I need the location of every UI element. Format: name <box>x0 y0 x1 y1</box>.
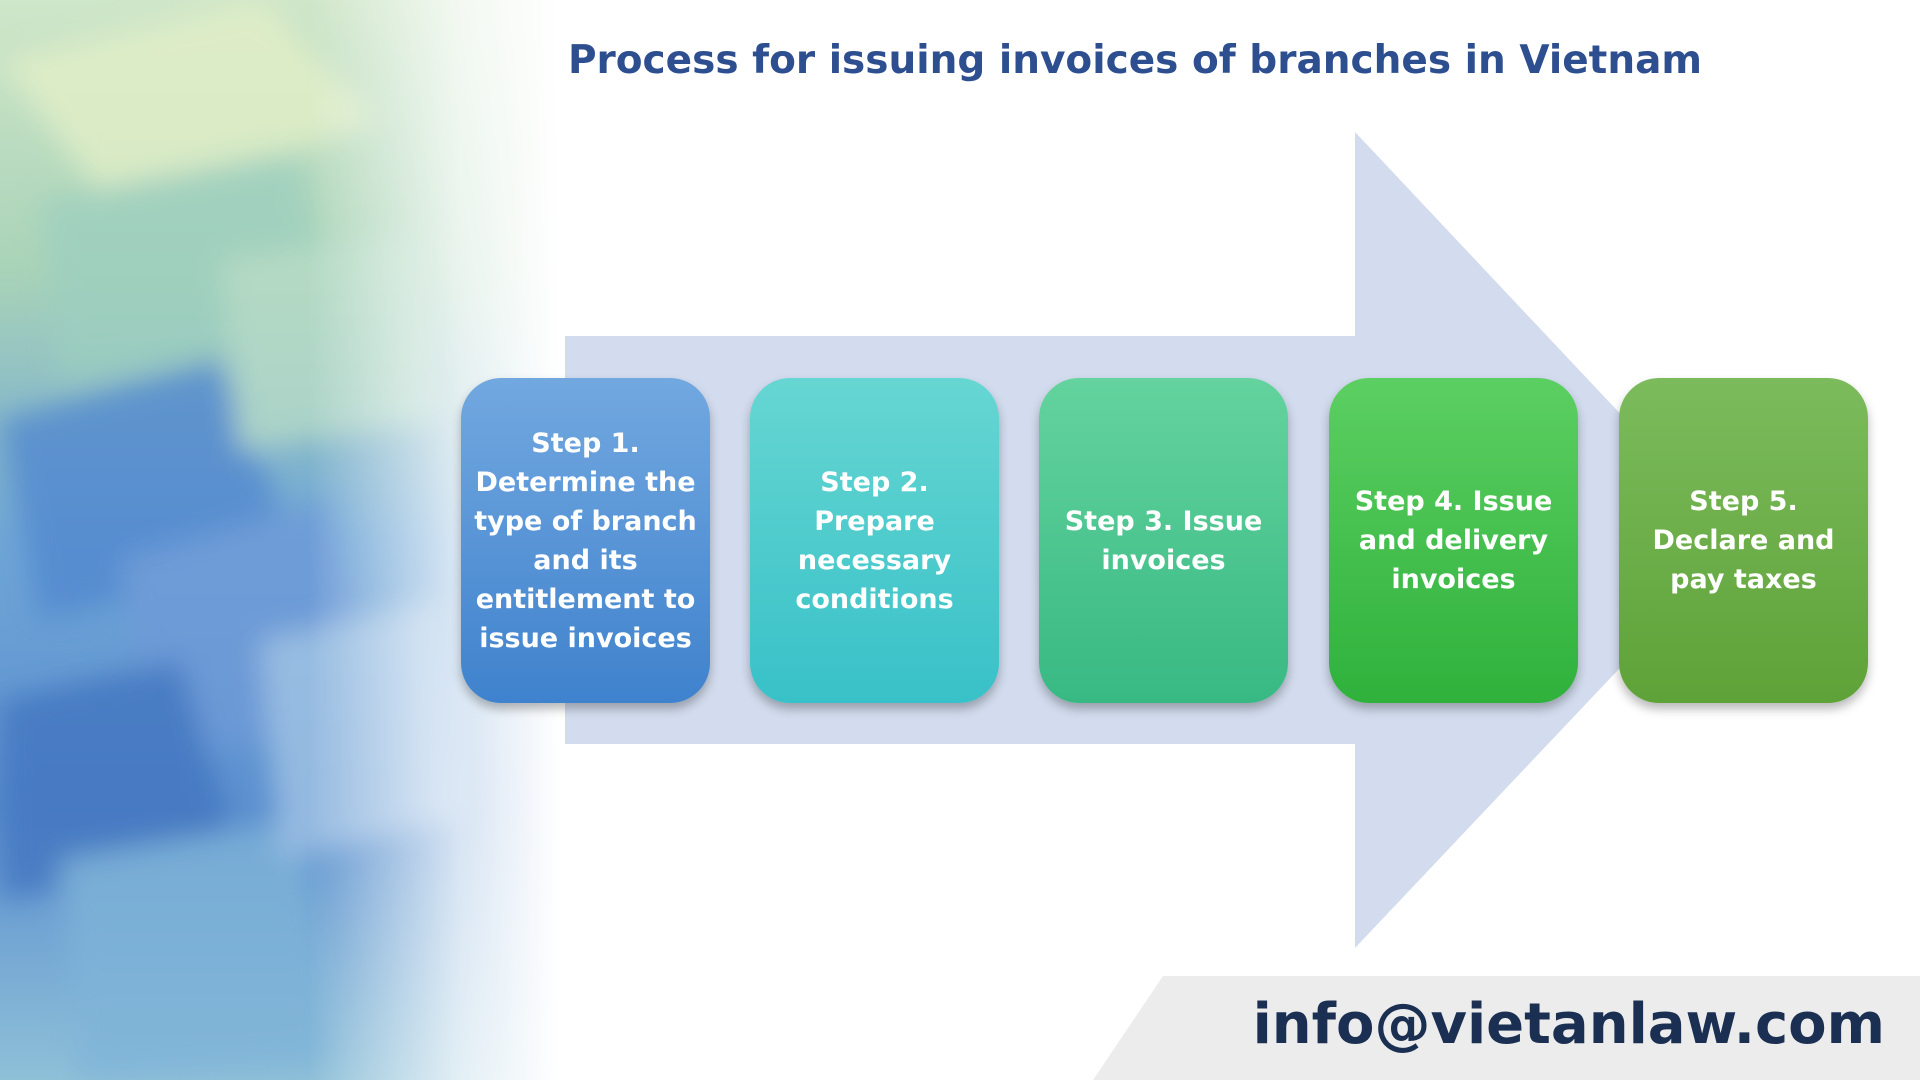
step-2-label: Step 2. Prepare necessary conditions <box>795 466 954 615</box>
step-5-label: Step 5. Declare and pay taxes <box>1652 486 1835 595</box>
contact-email: info@vietanlaw.com <box>1252 992 1885 1057</box>
step-4-box: Step 4. Issue and delivery invoices <box>1329 378 1578 703</box>
step-1-label: Step 1. Determine the type of branch and… <box>474 427 697 654</box>
step-2-box: Step 2. Prepare necessary conditions <box>750 378 999 703</box>
step-4-label: Step 4. Issue and delivery invoices <box>1354 486 1553 595</box>
step-5-box: Step 5. Declare and pay taxes <box>1619 378 1868 703</box>
page-title: Process for issuing invoices of branches… <box>567 38 1703 83</box>
step-3-box: Step 3. Issue invoices <box>1039 378 1288 703</box>
step-1-box: Step 1. Determine the type of branch and… <box>461 378 710 703</box>
step-3-label: Step 3. Issue invoices <box>1064 505 1263 576</box>
